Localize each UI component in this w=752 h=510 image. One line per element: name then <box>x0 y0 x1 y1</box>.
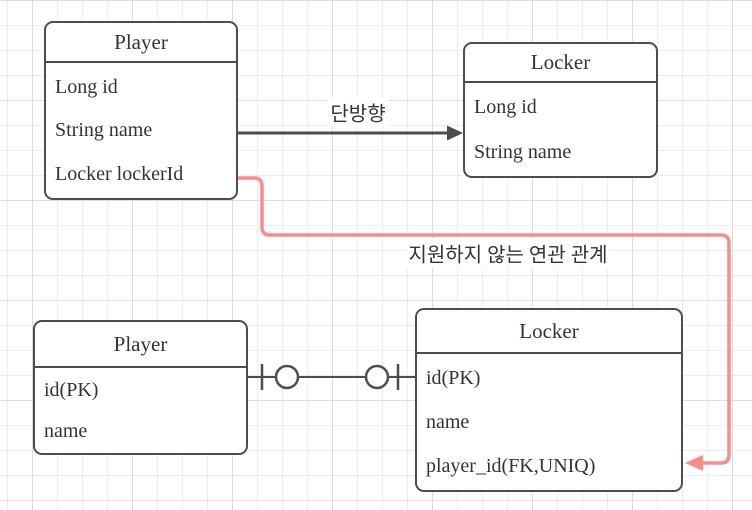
arrow-edge-label[interactable]: 단방향 <box>327 97 389 127</box>
entity-field[interactable]: name <box>44 419 88 442</box>
entity-field-list: id(PK) name <box>35 368 246 453</box>
entity-field[interactable]: name <box>426 411 470 433</box>
entity-field[interactable]: Long id <box>474 96 537 119</box>
entity-field[interactable]: id(PK) <box>44 379 99 402</box>
entity-field[interactable]: player_id(FK,UNIQ) <box>426 455 596 477</box>
entity-title[interactable]: Player <box>46 23 236 63</box>
er-zero-circle-left-icon <box>274 364 300 390</box>
er-table-player[interactable]: Player id(PK) name <box>33 320 248 455</box>
entity-title[interactable]: Player <box>35 322 246 368</box>
entity-field-list: id(PK) name player_id(FK,UNIQ) <box>417 354 681 490</box>
er-table-locker[interactable]: Locker id(PK) name player_id(FK,UNIQ) <box>415 308 683 492</box>
entity-field-list: Long id String name Locker lockerId <box>46 63 236 198</box>
entity-field[interactable]: Long id <box>55 75 118 98</box>
er-relation[interactable] <box>248 364 415 390</box>
entity-field[interactable]: id(PK) <box>426 367 481 389</box>
unidirectional-arrow[interactable] <box>238 125 463 141</box>
entity-field[interactable]: String name <box>55 119 153 142</box>
entity-title[interactable]: Locker <box>417 310 681 354</box>
unsupported-relation-edge[interactable] <box>238 176 731 471</box>
entity-field-list: Long id String name <box>465 83 656 176</box>
entity-title[interactable]: Locker <box>465 44 656 83</box>
er-zero-circle-right-icon <box>364 364 390 390</box>
unsupported-edge-path[interactable] <box>238 176 731 465</box>
unsupported-arrow-head-icon <box>685 455 703 471</box>
entity-field[interactable]: Locker lockerId <box>55 163 184 186</box>
entity-field[interactable]: String name <box>474 140 572 163</box>
arrow-head-icon <box>447 125 463 141</box>
unsupported-edge-label[interactable]: 지원하지 않는 연관 관계 <box>405 238 611 268</box>
uml-class-locker[interactable]: Locker Long id String name <box>463 42 658 178</box>
uml-class-player[interactable]: Player Long id String name Locker locker… <box>44 21 238 200</box>
